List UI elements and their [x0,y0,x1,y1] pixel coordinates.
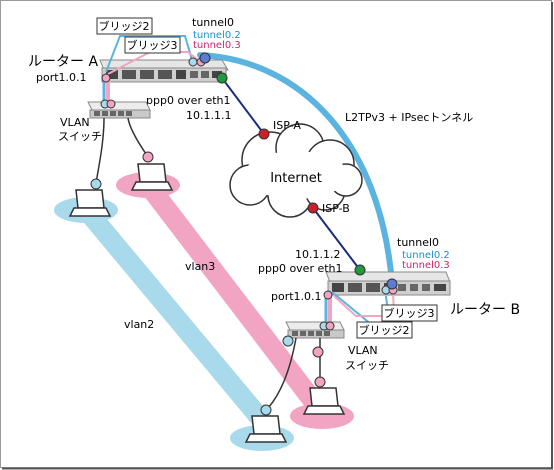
eth-b-dot [354,264,366,276]
isp-b-dot [307,202,319,214]
switch-b-cable-port-2 [312,346,324,358]
router-a [99,59,229,83]
pc-b2-port [314,376,326,388]
wan-line-a [221,77,265,135]
isp-a-label: ISP-A [273,119,301,132]
ppp-b-label: ppp0 over eth1 [258,262,343,275]
pc-a1-port [90,178,102,190]
switch-a-port-vlan3 [106,99,116,109]
vlan3-band [136,172,330,420]
port-b-dot [323,290,333,300]
bridge3-b-line [333,291,396,317]
internet-cloud [229,123,363,218]
bridge3-b-box [381,304,438,322]
cable-switch-b-pc1 [267,337,297,409]
tunnel-desc-label: L2TPv3 + IPsecトンネル [345,111,473,124]
internet-label: Internet [270,171,322,186]
switch-b-label-2: スイッチ [345,359,389,372]
isp-b-label: ISP-B [322,202,350,215]
tunnel02-a-dot [188,57,198,67]
port-a-dot [101,73,111,83]
laptop-b1 [244,415,288,443]
l2tp-tunnel-arc [197,52,395,286]
laptop-a2 [130,163,174,191]
switch-a-label-2: スイッチ [58,130,102,143]
bridge3-b-label: ブリッジ3 [384,306,435,320]
switch-b-port-vlan3 [325,321,335,331]
ppp-a-label: ppp0 over eth1 [146,94,231,107]
switch-b-label-1: VLAN [348,344,378,357]
tunnel0-b-dot [386,278,398,290]
port-b-label: port1.0.1 [271,290,322,303]
vlan-switch-b [285,321,345,339]
pc-a2-port [142,151,154,163]
vlan2-band [78,202,280,440]
bridge2-a-box [96,17,153,35]
bridge2-a-label: ブリッジ2 [99,19,150,33]
eth-a-dot [216,72,228,84]
tunnel02-b-label: tunnel0.2 [402,250,450,261]
router-b-label: ルーター B [450,302,520,318]
switch-b-cable-port-1 [282,335,294,347]
tunnel0-a-dot [199,52,211,64]
tunnel02-a-label: tunnel0.2 [193,30,241,41]
isp-a-dot [258,128,270,140]
wan-line-b [312,207,361,271]
switch-a-label-1: VLAN [60,116,90,129]
laptop-a1 [68,189,112,217]
bridge2-b-label: ブリッジ2 [359,323,410,337]
cable-switch-a-pc1 [95,117,105,184]
tunnel0-b-label: tunnel0 [397,236,439,249]
port-a-label: port1.0.1 [36,71,87,84]
tunnel03-a-label: tunnel0.3 [193,40,241,51]
vlan3-label: vlan3 [185,260,215,273]
ip-b-label: 10.1.1.2 [295,248,340,261]
tunnel0-a-label: tunnel0 [192,16,234,29]
router-a-label: ルーター A [28,54,98,70]
bridge3-a-label: ブリッジ3 [127,38,178,52]
vlan-switch-a [87,101,151,119]
ip-a-label: 10.1.1.1 [186,109,231,122]
pc-b1-port [260,404,272,416]
bridge2-b-box [356,321,413,339]
tunnel03-b-label: tunnel0.3 [402,260,450,271]
vlan2-label: vlan2 [124,318,154,331]
bridge3-a-box [124,36,181,54]
bridge2-a-line [105,35,193,73]
laptop-b2 [302,387,346,415]
